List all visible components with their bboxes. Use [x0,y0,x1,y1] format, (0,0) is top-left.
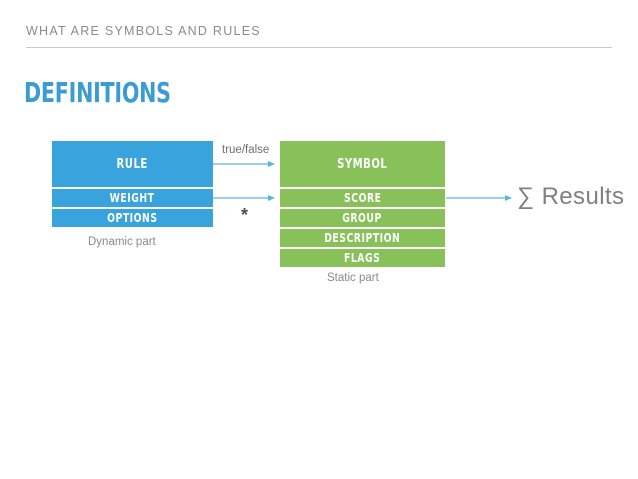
block-flags-label: FLAGS [344,251,381,265]
block-description-label: DESCRIPTION [324,231,401,245]
block-weight-label: WEIGHT [110,191,155,205]
connector-label-true-false: true/false [222,144,270,156]
block-symbol[interactable]: SYMBOL [280,141,445,187]
page-title: DEFINITIONS [24,76,171,109]
header-divider [26,47,612,48]
results-label: ∑ Results [517,183,625,210]
block-weight[interactable]: WEIGHT [52,189,213,207]
block-options-label: OPTIONS [107,211,158,225]
caption-dynamic-part: Dynamic part [88,236,156,248]
slide-eyebrow-title: WHAT ARE SYMBOLS AND RULES [26,24,261,38]
block-options[interactable]: OPTIONS [52,209,213,227]
block-rule[interactable]: RULE [52,141,213,187]
block-rule-label: RULE [116,156,149,172]
caption-static-part: Static part [327,272,379,284]
slide-header: WHAT ARE SYMBOLS AND RULES [0,0,638,48]
block-score[interactable]: SCORE [280,189,445,207]
block-score-label: SCORE [343,191,382,205]
block-symbol-label: SYMBOL [337,156,388,172]
block-group-label: GROUP [342,211,383,225]
block-description[interactable]: DESCRIPTION [280,229,445,247]
block-flags[interactable]: FLAGS [280,249,445,267]
block-group[interactable]: GROUP [280,209,445,227]
connector-label-asterisk: * [241,205,249,225]
